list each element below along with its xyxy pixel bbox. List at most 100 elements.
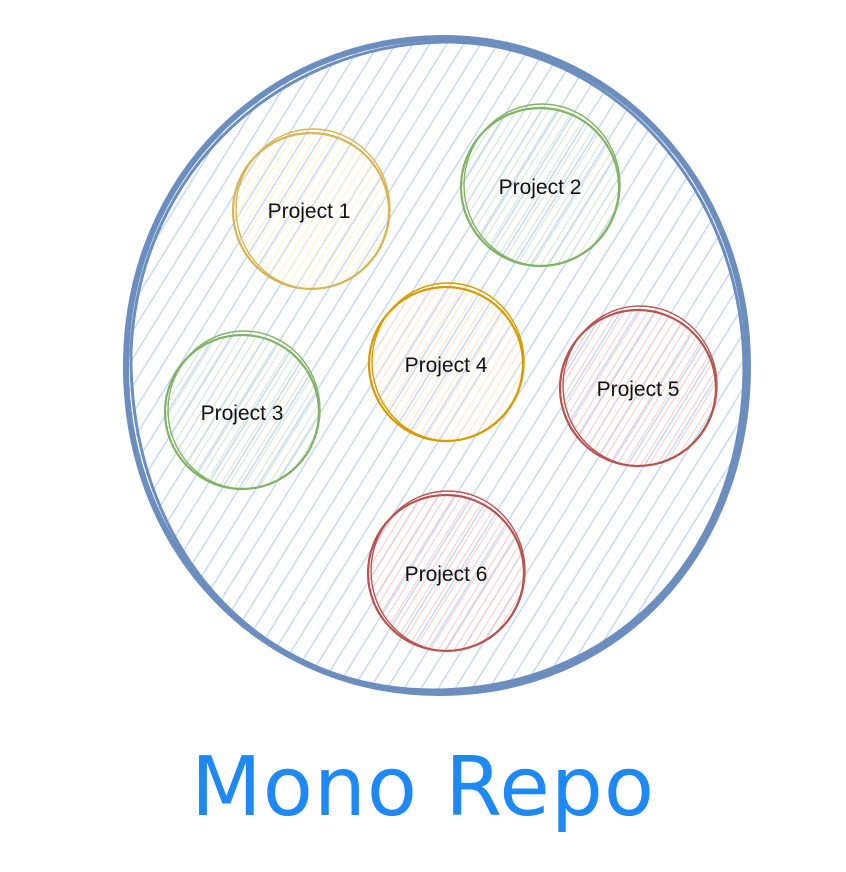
hatch-line	[560, 310, 716, 466]
hatch-line	[165, 335, 313, 489]
hatch-line	[504, 80, 846, 660]
hatch-line	[461, 108, 569, 266]
hatch-line	[704, 80, 846, 660]
hatch-line	[0, 80, 272, 660]
hatch-line	[461, 108, 577, 266]
hatch-line	[498, 37, 748, 693]
node-hatch	[0, 80, 846, 660]
hatch-line	[369, 287, 523, 441]
hatch-line	[711, 310, 716, 466]
hatch-line	[744, 80, 846, 660]
hatch-line	[233, 133, 273, 289]
node-outline-sketch	[167, 330, 321, 490]
project-node: Project 5	[0, 80, 846, 660]
hatch-line	[126, 37, 406, 693]
hatch-line	[495, 108, 619, 266]
hatch-line	[461, 108, 529, 266]
hatch-line	[233, 133, 385, 289]
hatch-line	[719, 37, 748, 693]
hatch-line	[720, 80, 846, 660]
hatch-line	[0, 80, 176, 660]
hatch-line	[712, 80, 846, 660]
hatch-line	[503, 108, 619, 266]
hatch-line	[504, 80, 846, 660]
hatch-line	[720, 80, 846, 660]
hatch-line	[599, 310, 716, 466]
hatch-line	[768, 80, 846, 660]
hatch-line	[560, 310, 716, 466]
hatch-line	[720, 80, 846, 660]
hatch-line	[165, 335, 319, 489]
hatch-line	[496, 80, 846, 660]
hatch-line	[560, 310, 716, 466]
hatch-line	[0, 80, 200, 660]
hatch-line	[0, 80, 216, 660]
hatch-line	[369, 287, 523, 441]
hatch-line	[165, 335, 319, 489]
hatch-line	[126, 37, 168, 693]
hatch-line	[165, 335, 193, 489]
hatch-line	[712, 80, 846, 660]
hatch-line	[703, 310, 716, 466]
hatch-line	[560, 310, 716, 466]
hatch-line	[277, 37, 695, 693]
hatch-line	[784, 80, 846, 660]
hatch-line	[233, 133, 377, 289]
hatch-line	[679, 310, 716, 466]
hatch-line	[592, 80, 846, 660]
hatch-line	[615, 310, 716, 466]
hatch-line	[776, 80, 846, 660]
hatch-line	[461, 108, 601, 266]
container-outline-sketch	[129, 40, 746, 692]
hatch-line	[487, 108, 619, 266]
project-6-label: Project 6	[405, 563, 488, 586]
hatch-line	[391, 495, 524, 651]
hatch-line	[0, 80, 312, 660]
hatch-line	[720, 80, 846, 660]
hatch-line	[752, 80, 846, 660]
hatch-line	[233, 133, 389, 289]
hatch-line	[624, 80, 846, 660]
hatch-line	[369, 287, 523, 441]
hatch-line	[668, 37, 748, 693]
hatch-line	[760, 80, 846, 660]
hatch-line	[0, 80, 216, 660]
project-node: Project 4	[0, 80, 846, 660]
hatch-line	[0, 80, 176, 660]
hatch-line	[226, 37, 644, 693]
hatch-line	[566, 37, 748, 693]
hatch-line	[461, 108, 593, 266]
hatch-line	[532, 37, 748, 693]
project-node: Project 6	[0, 80, 846, 660]
hatch-line	[560, 310, 716, 466]
hatch-line	[233, 133, 389, 289]
hatch-line	[736, 80, 846, 660]
hatch-line	[0, 80, 184, 660]
hatch-line	[736, 80, 846, 660]
hatch-line	[784, 80, 846, 660]
hatch-line	[776, 80, 846, 660]
hatch-line	[165, 335, 319, 489]
hatch-line	[461, 108, 585, 266]
hatch-line	[369, 287, 523, 441]
hatch-line	[368, 495, 524, 651]
hatch-line	[0, 80, 184, 660]
hatch-line	[0, 80, 200, 660]
hatch-line	[369, 287, 523, 441]
hatch-line	[792, 80, 846, 660]
hatch-line	[592, 80, 846, 660]
hatch-line	[776, 80, 846, 660]
hatch-line	[447, 37, 748, 693]
hatch-line	[461, 108, 619, 266]
hatch-line	[672, 80, 846, 660]
hatch-line	[736, 80, 846, 660]
hatch-line	[126, 37, 185, 693]
hatch-line	[461, 108, 553, 266]
hatch-line	[680, 80, 846, 660]
hatch-line	[461, 108, 619, 266]
hatch-line	[704, 80, 846, 660]
hatch-line	[792, 80, 846, 660]
hatch-line	[165, 335, 319, 489]
hatch-line	[544, 80, 846, 660]
hatch-line	[560, 310, 716, 466]
